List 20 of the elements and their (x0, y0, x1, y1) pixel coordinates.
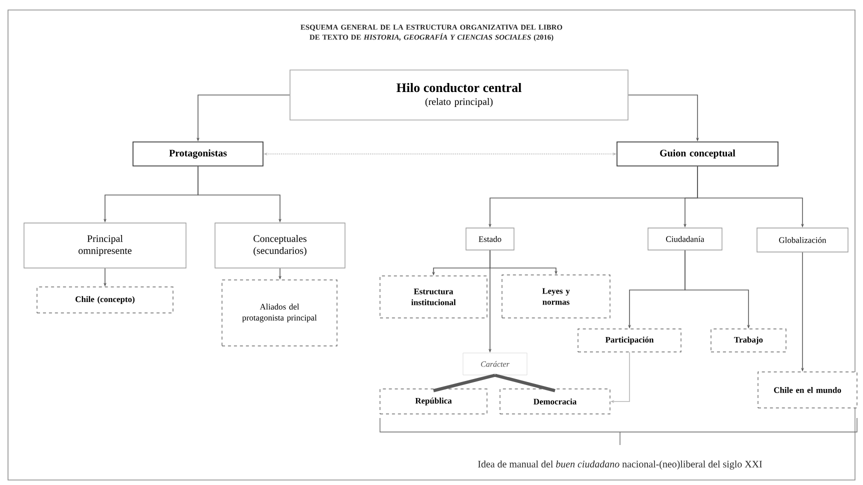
caption-text: Idea de manual del buen ciudadano nacional-(neo)liberal del siglo XXI (478, 460, 762, 470)
dashed-box: República (380, 388, 488, 414)
dashed-box: Aliados del protagonista principal (222, 280, 338, 346)
connector (494, 374, 556, 392)
dashed-box: Leyes y normas (502, 274, 610, 318)
heading-box: Protagonistas (132, 142, 264, 166)
heading-box: Guion conceptual (616, 142, 778, 166)
dashed-box: Estructura institucional (380, 276, 488, 318)
category-box: Principal omnipresente (24, 222, 186, 268)
concept-box: Globalización (756, 228, 848, 252)
dashed-box: Participación (578, 328, 682, 352)
dashed-box: Democracia (500, 388, 610, 414)
concept-box: Estado (466, 228, 514, 250)
dashed-box: Chile (concepto) (36, 286, 174, 314)
dashed-box: Chile en el mundo (758, 372, 858, 408)
category-box: Conceptuales (secundarios) (214, 222, 346, 268)
dashed-box: Trabajo (710, 328, 786, 352)
concept-box: Ciudadanía (648, 228, 722, 250)
title-box: Hilo conductor central (relato principal) (290, 70, 628, 120)
connector (433, 374, 496, 392)
